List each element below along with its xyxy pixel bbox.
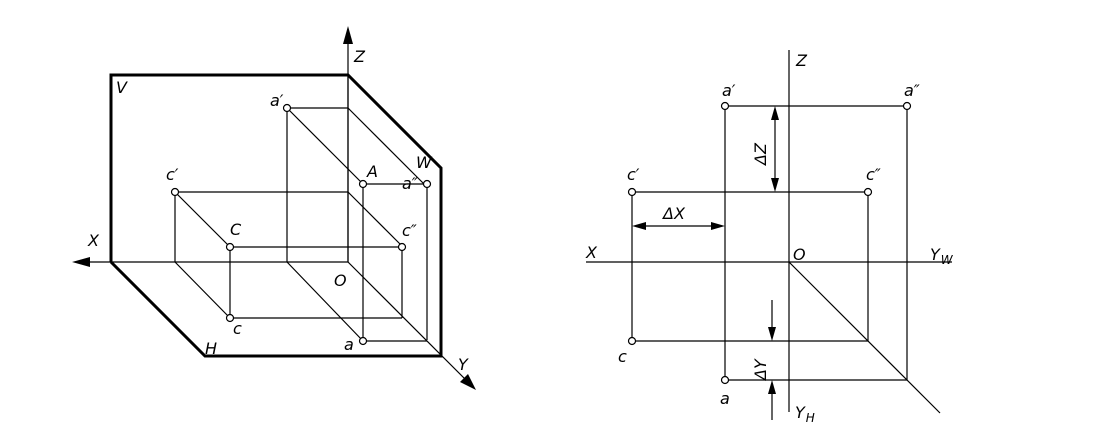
label-axis-x: X — [585, 243, 598, 262]
label-axis-yh: YH — [795, 403, 815, 425]
projection-points — [170, 103, 432, 346]
point-a-projections — [724, 105, 908, 381]
label-A: A — [366, 162, 378, 181]
dimension-delta-z — [771, 106, 779, 192]
plane-outlines — [109, 73, 443, 358]
label-axis-yw: YW — [930, 245, 954, 267]
point-a-h — [358, 336, 368, 346]
label-a-v: a′ — [722, 81, 736, 100]
label-C: C — [230, 220, 242, 239]
label-c-w: c″ — [866, 165, 881, 184]
point-c-w — [397, 242, 407, 252]
label-c-v: c′ — [166, 165, 179, 184]
y-axis-arrow — [460, 374, 476, 390]
point-A — [358, 179, 368, 189]
point-c-v — [627, 187, 637, 197]
point-c-projections — [631, 191, 869, 342]
label-a-h: a — [720, 389, 730, 408]
dimension-delta-y — [768, 300, 776, 420]
point-a-w — [422, 179, 432, 189]
label-a-w: a″ — [904, 81, 920, 100]
label-origin: O — [793, 245, 806, 264]
point-a-box — [286, 107, 428, 342]
label-plane-h: H — [205, 339, 217, 358]
axes — [72, 26, 476, 390]
point-c-h — [627, 336, 637, 346]
label-c-v: c′ — [627, 165, 640, 184]
label-origin: O — [334, 271, 347, 290]
dimension-delta-x — [632, 222, 725, 230]
point-a-w — [902, 101, 912, 111]
label-axis-z: Z — [795, 51, 808, 70]
point-c-v — [170, 187, 180, 197]
label-c-w: c″ — [402, 221, 417, 240]
label-a-v: a′ — [270, 91, 284, 110]
point-a-v — [282, 103, 292, 113]
right-points — [627, 101, 912, 385]
point-c-w — [863, 187, 873, 197]
label-a-h: a — [344, 335, 354, 354]
right-axes — [586, 50, 952, 414]
label-axis-z: Z — [353, 47, 366, 66]
point-c-box — [174, 191, 403, 319]
v-plane-outline — [109, 73, 443, 358]
label-delta-x: ΔX — [661, 204, 686, 223]
label-axis-x: X — [87, 231, 100, 250]
label-c-h: c — [618, 347, 627, 366]
point-a-h — [720, 375, 730, 385]
z-axis-arrow — [343, 26, 353, 44]
label-a-w: a″ — [402, 174, 418, 193]
y-axis — [347, 261, 469, 383]
left-projection-box: V W H X Z Y O a′ A a″ a c′ C c″ c — [72, 26, 476, 390]
point-a-v — [720, 101, 730, 111]
label-delta-z: ΔZ — [751, 142, 770, 167]
right-labels: X Z O YW YH a′ a″ a c′ c″ c ΔX ΔZ ΔY — [585, 51, 954, 425]
label-plane-w: W — [416, 153, 433, 172]
point-C — [225, 242, 235, 252]
left-labels: V W H X Z Y O a′ A a″ a c′ C c″ c — [87, 47, 469, 374]
label-plane-v: V — [116, 78, 128, 97]
label-c-h: c — [233, 319, 242, 338]
diagonal-45 — [788, 261, 941, 414]
point-c-h — [225, 313, 235, 323]
label-axis-y: Y — [458, 355, 469, 374]
x-axis-arrow — [72, 257, 90, 267]
right-orthographic: X Z O YW YH a′ a″ a c′ c″ c ΔX ΔZ ΔY — [585, 50, 954, 425]
label-delta-y: ΔY — [751, 358, 770, 382]
